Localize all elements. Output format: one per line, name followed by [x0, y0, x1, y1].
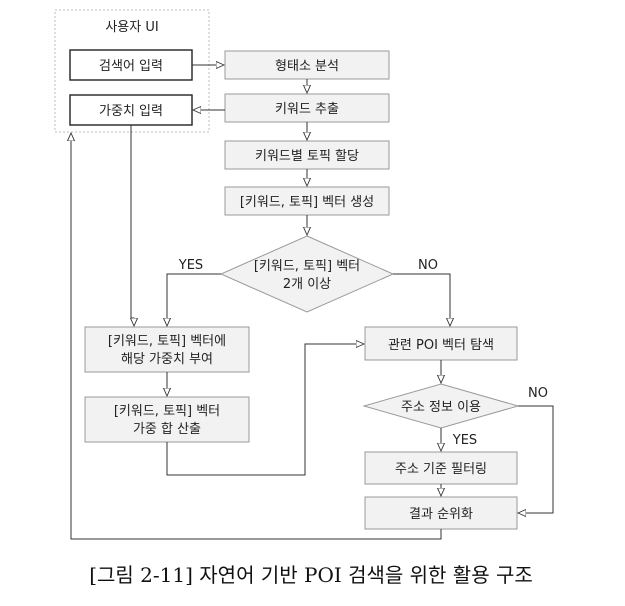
assign-weight-line2: 해당 가중치 부여: [121, 352, 213, 367]
weighted-sum-line2: 가중 합 산출: [133, 422, 201, 437]
assign-weight-line1: [키워드, 토픽] 벡터에: [108, 334, 226, 349]
keyword-extract-box: [224, 93, 390, 123]
decision1-line2: 2개 이상: [283, 277, 331, 292]
address-filter-label: 주소 기준 필터링: [395, 462, 487, 477]
figure-caption: [그림 2-11] 자연어 기반 POI 검색을 위한 활용 구조: [89, 563, 533, 587]
topic-assign-label: 키워드별 토픽 할당: [255, 149, 359, 164]
edge-label-yes-1: YES: [178, 258, 203, 273]
keyword-extract-label: 키워드 추출: [275, 102, 339, 117]
poi-search-box: [364, 326, 518, 361]
arrow-address-no: [518, 405, 554, 513]
arrow-sum-to-poi: [166, 344, 364, 476]
user-ui-title: 사용자 UI: [105, 20, 158, 35]
arrow-decision-no: [393, 273, 450, 326]
search-input-box: [69, 49, 193, 81]
weighted-sum-line1: [키워드, 토픽] 벡터: [114, 404, 220, 419]
arrow-rank-to-ui: [71, 133, 442, 540]
edge-label-no-2: NO: [528, 386, 548, 401]
decision1-line1: [키워드, 토픽] 벡터: [254, 259, 360, 274]
poi-search-label: 관련 POI 벡터 탐색: [388, 338, 494, 353]
address-decision-label: 주소 정보 이용: [401, 400, 481, 415]
weighted-sum-box: [84, 396, 250, 443]
edge-label-no-1: NO: [418, 258, 438, 273]
assign-weight-box: [84, 326, 250, 373]
connectors: [71, 65, 554, 540]
arrow-decision-yes: [167, 273, 221, 326]
weight-input-box: [69, 94, 193, 126]
rank-box: [364, 496, 518, 530]
morph-analysis-label: 형태소 분석: [275, 59, 339, 74]
weight-input-label: 가중치 입력: [99, 104, 163, 119]
vector-gen-box: [224, 186, 390, 216]
rank-label: 결과 순위화: [409, 507, 473, 522]
arrow-weight-to-assign: [131, 125, 134, 326]
vector-gen-label: [키워드, 토픽] 벡터 생성: [240, 195, 374, 210]
vector-count-decision: [219, 235, 395, 313]
address-filter-box: [364, 451, 518, 485]
topic-assign-box: [224, 140, 390, 170]
edge-label-yes-2: YES: [452, 433, 477, 448]
user-ui-frame: [54, 9, 210, 133]
search-input-label: 검색어 입력: [99, 59, 163, 74]
